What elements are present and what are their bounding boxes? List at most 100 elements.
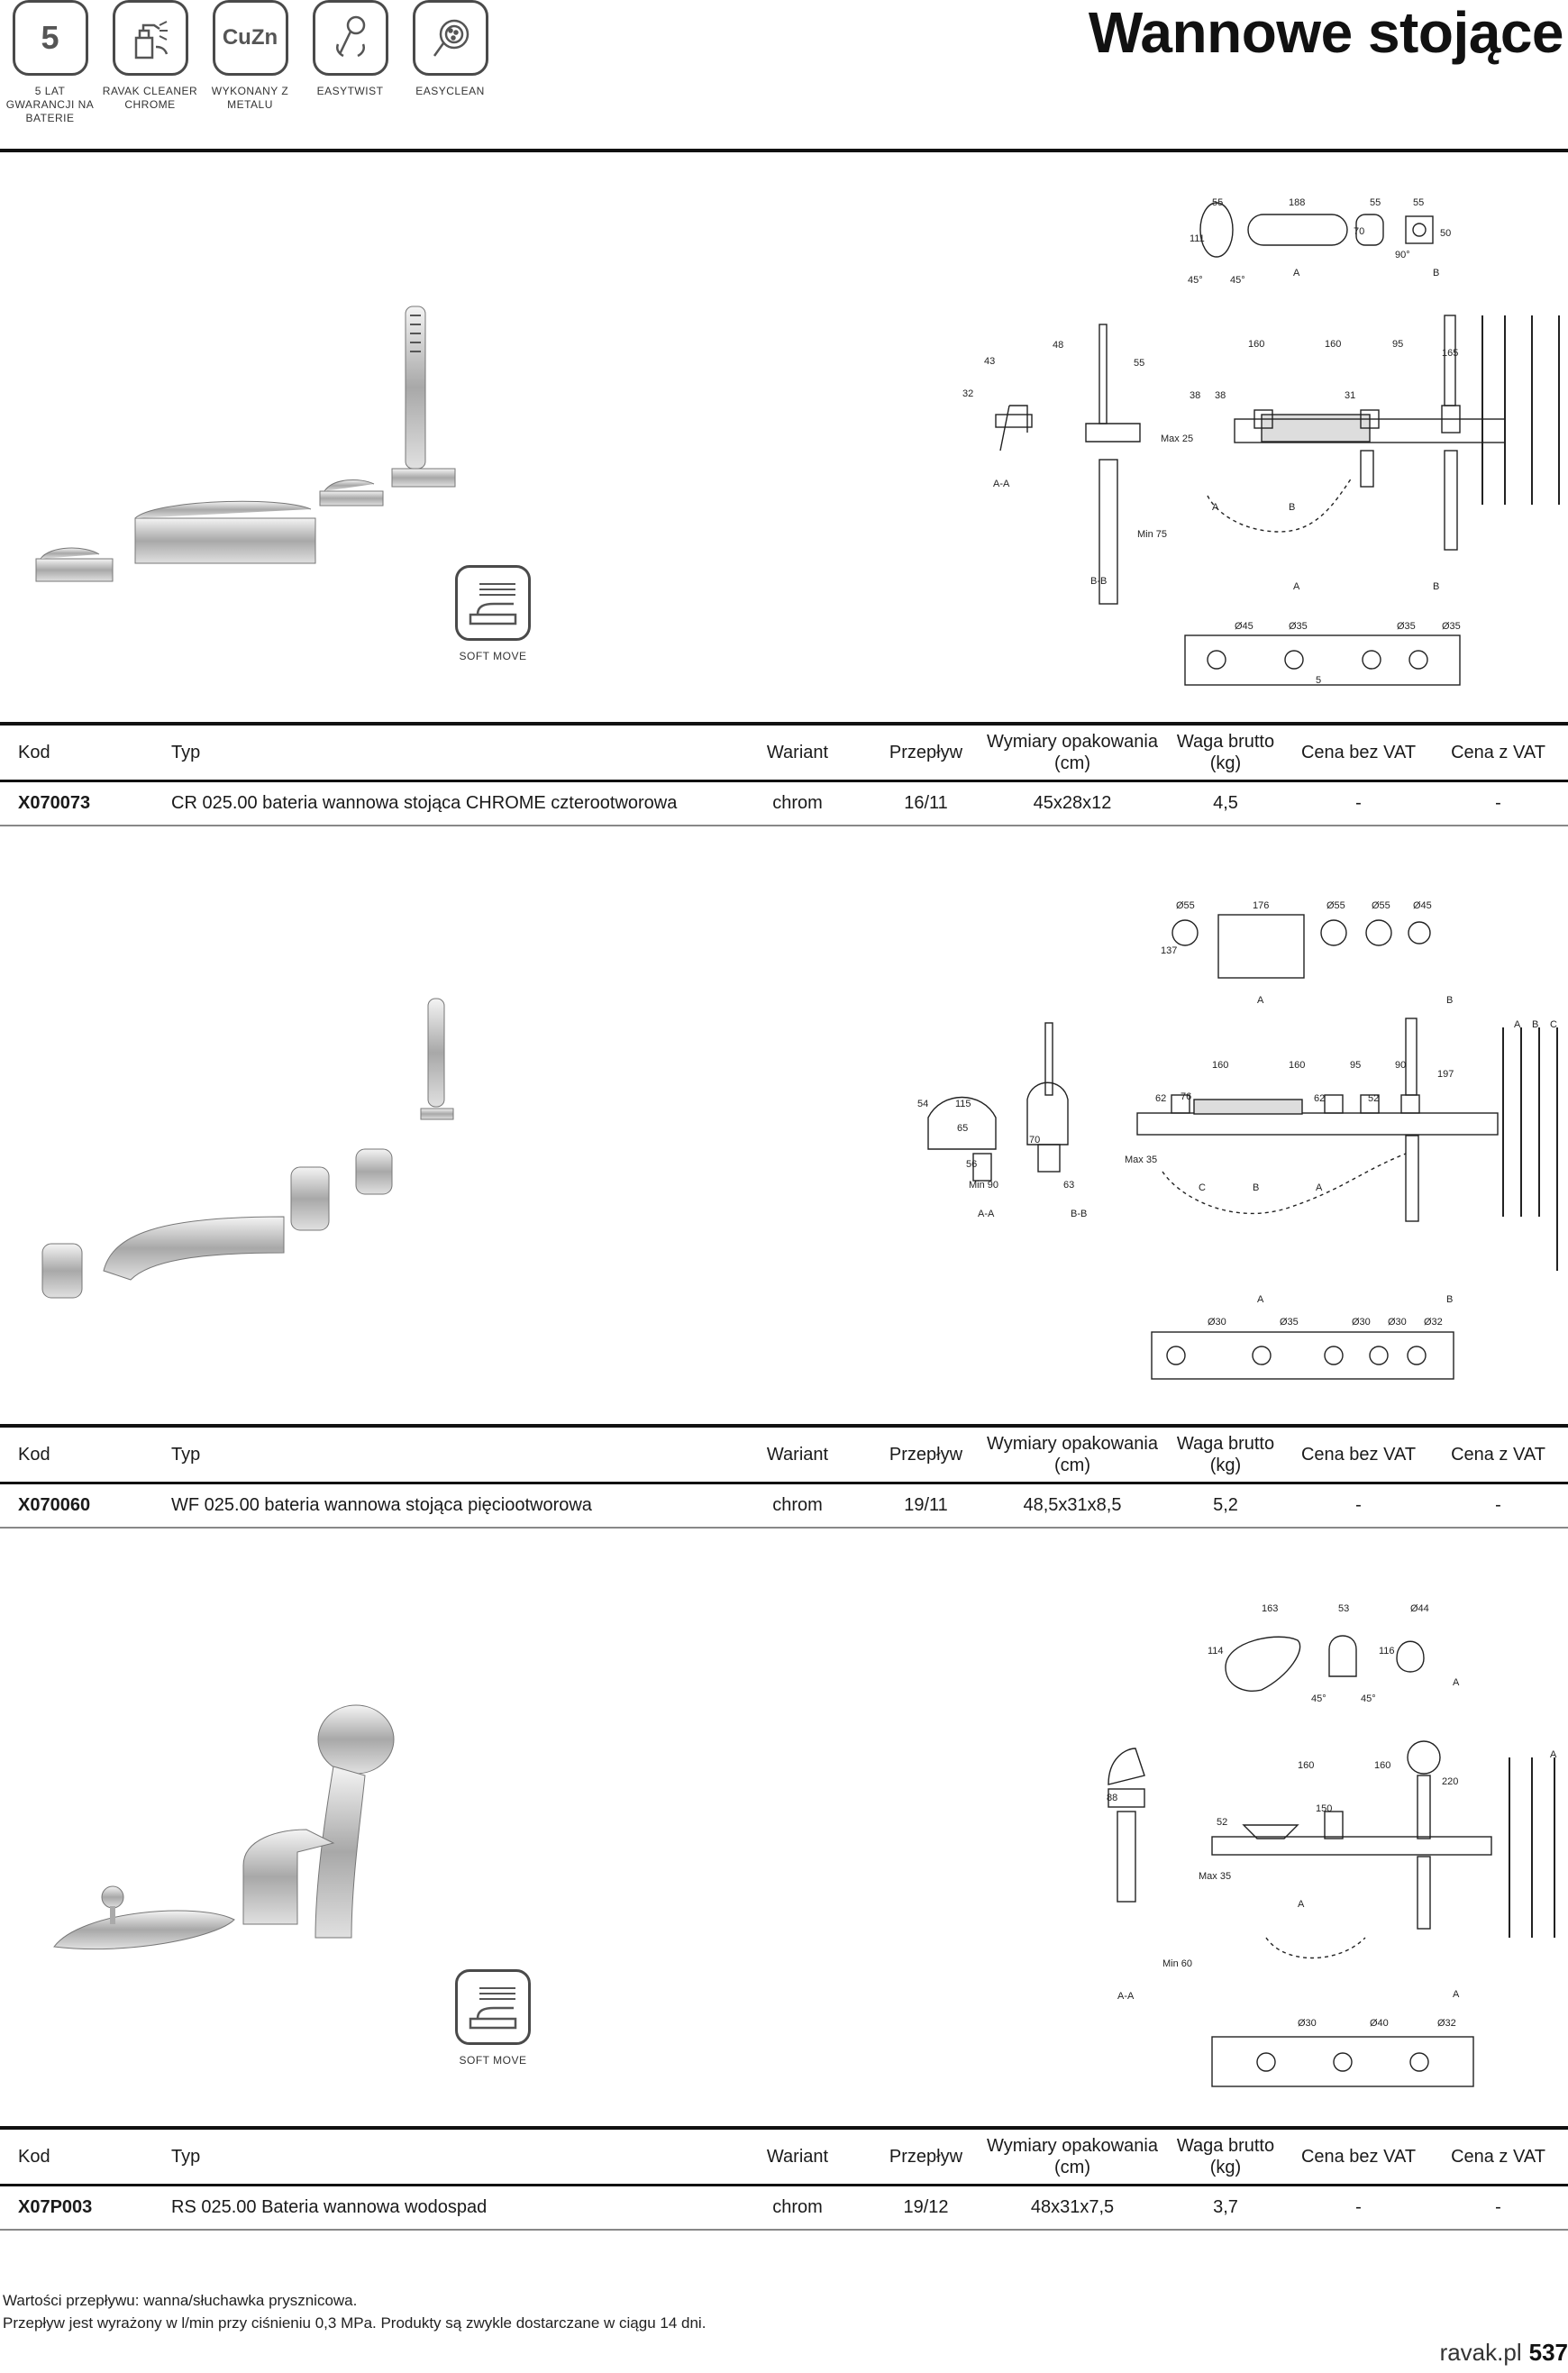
product-photo-rs [53, 1704, 395, 1950]
svg-text:A: A [1316, 1182, 1323, 1193]
svg-text:Ø30: Ø30 [1388, 1317, 1407, 1328]
col-waga: Waga brutto (kg) [1176, 1433, 1275, 1475]
feature-label: RAVAK CLEANER CHROME [102, 85, 198, 111]
product-table-cr: Kod Typ Wariant Przepływ Wymiary opakowa… [0, 722, 1568, 826]
cell-kod: X070060 [0, 1483, 171, 1529]
svg-text:A: A [1453, 1677, 1460, 1688]
svg-text:A: A [1293, 268, 1300, 278]
cell-wariant: chrom [725, 2185, 870, 2231]
soft-move-icon [455, 1969, 531, 2045]
product-photo-wf [41, 998, 454, 1299]
svg-text:45°: 45° [1361, 1693, 1376, 1704]
col-kod: Kod [18, 2146, 50, 2167]
col-wymiary: Wymiary opakowania (cm) [987, 2135, 1158, 2177]
cell-wymiary: 45x28x12 [982, 780, 1162, 826]
svg-text:160: 160 [1248, 339, 1264, 350]
svg-text:160: 160 [1212, 1060, 1228, 1071]
svg-text:B: B [1433, 581, 1439, 592]
svg-text:Ø30: Ø30 [1352, 1317, 1371, 1328]
svg-text:Min 60: Min 60 [1162, 1958, 1192, 1969]
col-wariant: Wariant [766, 742, 829, 762]
svg-text:C: C [1550, 1019, 1557, 1030]
svg-text:163: 163 [1262, 1603, 1278, 1614]
cell-waga: 5,2 [1162, 1483, 1289, 1529]
cell-cena-bez-vat: - [1289, 1483, 1428, 1529]
footnote-line: Przepływ jest wyrażony w l/min przy ciśn… [3, 2314, 707, 2332]
cuzn-icon: CuZn [212, 0, 288, 76]
cell-cena-bez-vat: - [1289, 780, 1428, 826]
footer-site-link[interactable]: ravak.pl [1439, 2339, 1522, 2366]
svg-text:45°: 45° [1230, 275, 1245, 286]
svg-text:188: 188 [1289, 197, 1305, 208]
col-wymiary: Wymiary opakowania (cm) [987, 1433, 1158, 1475]
svg-text:62: 62 [1314, 1093, 1325, 1104]
svg-text:Ø55: Ø55 [1176, 900, 1195, 911]
svg-text:48: 48 [1053, 340, 1063, 351]
svg-text:54: 54 [917, 1099, 928, 1109]
col-cena-bez-vat: Cena bez VAT [1300, 2146, 1417, 2167]
svg-text:165: 165 [1442, 348, 1458, 359]
feature-easytwist: EASYTWIST [300, 0, 400, 125]
table-header-row: Kod Typ Wariant Przepływ Wymiary opakowa… [0, 724, 1568, 780]
svg-text:76: 76 [1181, 1091, 1191, 1102]
col-kod: Kod [18, 1444, 50, 1465]
svg-text:52: 52 [1217, 1817, 1227, 1828]
svg-text:176: 176 [1253, 900, 1269, 911]
col-cena-z-vat: Cena z VAT [1451, 742, 1545, 762]
footnotes: Wartości przepływu: wanna/słuchawka prys… [3, 2289, 706, 2334]
cell-kod: X07P003 [0, 2185, 171, 2231]
svg-text:50: 50 [1440, 228, 1451, 239]
svg-text:56: 56 [966, 1159, 977, 1170]
svg-text:53: 53 [1338, 1603, 1349, 1614]
warranty-5-icon: 5 [12, 0, 88, 76]
svg-text:Ø44: Ø44 [1410, 1603, 1429, 1614]
svg-text:95: 95 [1350, 1060, 1361, 1071]
svg-text:Ø55: Ø55 [1372, 900, 1390, 911]
col-wymiary: Wymiary opakowania (cm) [987, 731, 1158, 773]
svg-text:A: A [1453, 1989, 1460, 2000]
product-photo-cr [35, 306, 456, 582]
svg-text:55: 55 [1134, 358, 1144, 369]
svg-text:A-A: A-A [978, 1209, 995, 1219]
col-typ: Typ [171, 742, 201, 762]
svg-text:55: 55 [1370, 197, 1381, 208]
col-waga: Waga brutto (kg) [1176, 2135, 1275, 2177]
table-header-row: Kod Typ Wariant Przepływ Wymiary opakowa… [0, 1426, 1568, 1483]
svg-text:114: 114 [1208, 1646, 1224, 1657]
svg-text:B: B [1446, 995, 1453, 1006]
svg-text:62: 62 [1155, 1093, 1166, 1104]
svg-text:Ø35: Ø35 [1442, 621, 1461, 632]
svg-text:Ø40: Ø40 [1370, 2018, 1389, 2029]
col-cena-z-vat: Cena z VAT [1451, 2146, 1545, 2167]
table-row: X070073 CR 025.00 bateria wannowa stojąc… [0, 780, 1568, 826]
svg-text:160: 160 [1325, 339, 1341, 350]
svg-text:45°: 45° [1311, 1693, 1326, 1704]
svg-text:197: 197 [1437, 1069, 1454, 1080]
cell-przeplyw: 19/11 [870, 1483, 982, 1529]
page-number: 537 [1528, 2339, 1568, 2366]
svg-text:Min 75: Min 75 [1137, 529, 1167, 540]
table-row: X07P003 RS 025.00 Bateria wannowa wodosp… [0, 2185, 1568, 2231]
svg-text:B: B [1289, 502, 1295, 513]
svg-text:C: C [1199, 1182, 1206, 1193]
svg-text:220: 220 [1442, 1776, 1458, 1787]
svg-text:38: 38 [1215, 390, 1226, 401]
feature-warranty: 5 5 LAT GWARANCJI NA BATERIE [0, 0, 100, 125]
cell-wymiary: 48,5x31x8,5 [982, 1483, 1162, 1529]
col-typ: Typ [171, 1444, 201, 1465]
feature-easyclean: EASYCLEAN [400, 0, 500, 125]
col-wariant: Wariant [766, 2146, 829, 2167]
header-divider [0, 149, 1568, 152]
svg-text:Ø45: Ø45 [1235, 621, 1253, 632]
cell-typ: RS 025.00 Bateria wannowa wodospad [171, 2185, 725, 2231]
soft-move-label: SOFT MOVE [459, 650, 527, 662]
feature-cuzn: CuZn WYKONANY Z METALU [200, 0, 300, 125]
svg-text:B: B [1253, 1182, 1259, 1193]
svg-text:Ø35: Ø35 [1397, 621, 1416, 632]
svg-text:70: 70 [1029, 1135, 1040, 1145]
svg-text:95: 95 [1392, 339, 1403, 350]
cell-wymiary: 48x31x7,5 [982, 2185, 1162, 2231]
